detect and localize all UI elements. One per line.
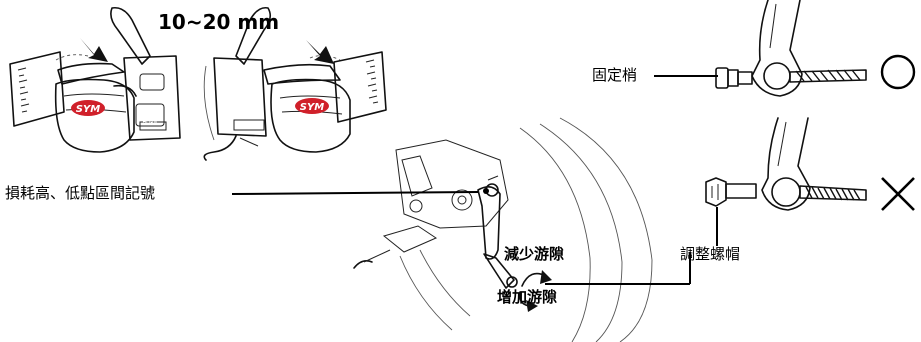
pin-label: 固定梢: [592, 66, 638, 84]
correct-pin-illustration: [715, 0, 867, 97]
wear-indicator-leader: [231, 191, 479, 195]
right-brake-lever: [263, 63, 341, 85]
right-press-arrow: [306, 40, 334, 64]
adjust-nut-label: 調整螺帽: [680, 245, 741, 263]
right-handlebar-illustration: START SYM: [203, 6, 387, 161]
right-glove-logo-patch: [295, 98, 329, 114]
start-switch-label: START: [241, 124, 257, 130]
right-glove-logo-text: SYM: [300, 102, 324, 113]
horn-switch-label: HORN: [143, 120, 158, 126]
right-glove: [270, 78, 351, 153]
wrong-pin-illustration: [705, 117, 867, 211]
left-handlebar-illustration: SYM HORN: [9, 6, 181, 153]
decrease-play-label: 減少游隙: [504, 245, 565, 263]
correct-mark: [880, 54, 916, 90]
left-glove-logo-text: SYM: [76, 104, 100, 115]
left-glove: [54, 78, 135, 153]
brake-rod: [483, 253, 515, 289]
increase-play-label: 增加游隙: [497, 288, 558, 306]
left-brake-lever: [57, 62, 125, 85]
wear-indicator-label: 損耗高、低點區間記號: [5, 184, 156, 202]
left-press-arrow: [80, 38, 108, 62]
drum-brake-illustration: [353, 117, 653, 342]
free-play-range-label: 10~20 mm: [158, 10, 280, 34]
right-ruler-scale: [333, 51, 387, 123]
wrong-mark: [881, 177, 915, 211]
left-ruler-scale: [9, 51, 65, 127]
left-glove-logo-patch: [71, 100, 105, 116]
